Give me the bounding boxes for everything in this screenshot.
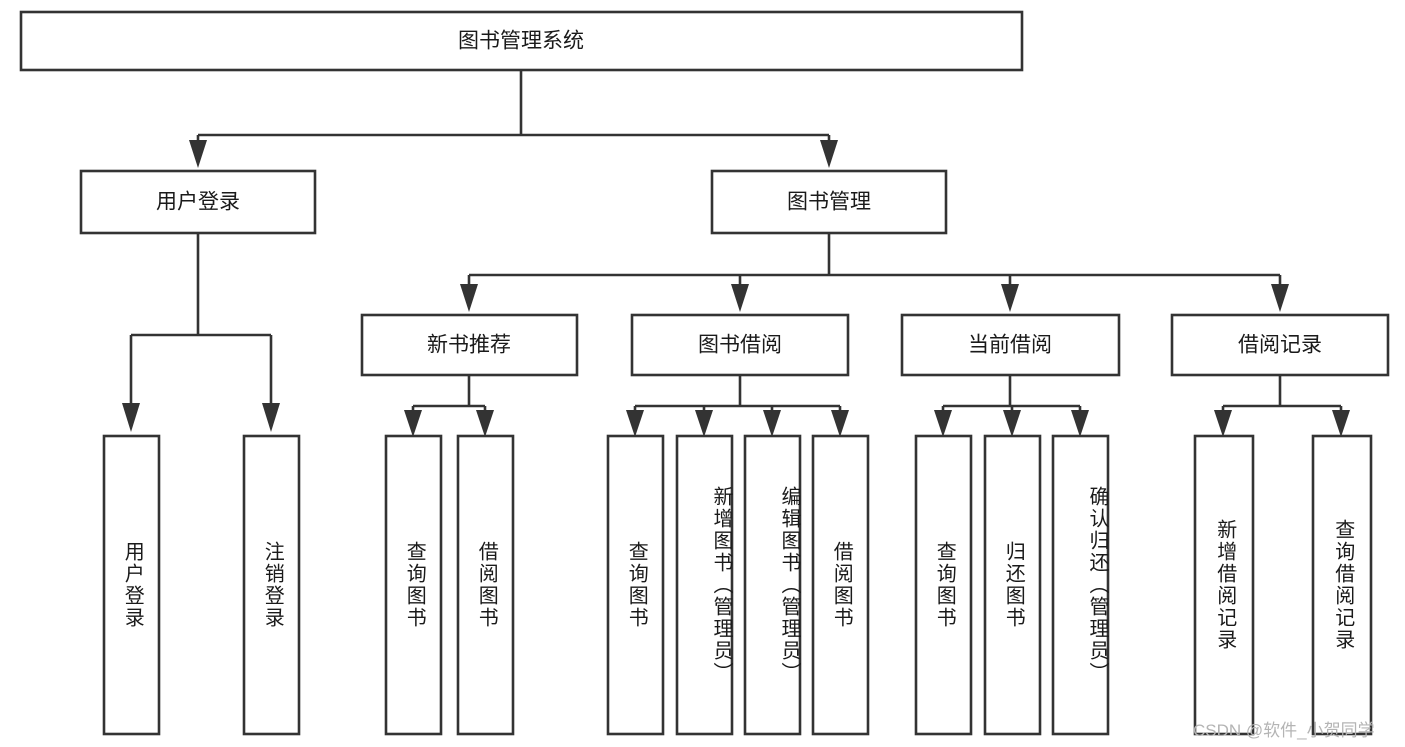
arrowhead-leaf-10 — [1003, 410, 1021, 437]
arrowhead-leaf-4 — [476, 410, 494, 437]
node-box-leaf-6[interactable] — [675, 434, 734, 736]
node-box-leaf-8[interactable] — [811, 434, 870, 736]
node-box-leaf-13[interactable] — [1311, 434, 1373, 736]
node-box-current-borrow[interactable] — [900, 313, 1121, 377]
arrowhead-leaf-9 — [934, 410, 952, 437]
node-box-leaf-5[interactable] — [606, 434, 665, 736]
arrowhead-leaf-7 — [763, 410, 781, 437]
node-box-leaf-3[interactable] — [384, 434, 443, 736]
arrowhead-leaf-3 — [404, 410, 422, 437]
node-label-root: 图书管理系统 — [458, 30, 584, 53]
node-label-current-borrow: 当前借阅 — [968, 334, 1052, 357]
arrowhead-leaf-5 — [626, 410, 644, 437]
arrowhead-current-borrow — [1001, 284, 1019, 312]
node-box-new-book-rec[interactable] — [360, 313, 579, 377]
arrowhead-leaf-6 — [695, 410, 713, 437]
node-label-book-borrow: 图书借阅 — [698, 334, 782, 357]
node-label-borrow-record: 借阅记录 — [1238, 334, 1322, 357]
watermark-text: CSDN @软件_小贺同学 — [1193, 721, 1375, 740]
arrowhead-leaf-13 — [1332, 410, 1350, 437]
node-box-leaf-10[interactable] — [983, 434, 1042, 736]
node-box-leaf-1[interactable] — [102, 434, 161, 736]
arrowhead-book-manage — [820, 140, 838, 168]
node-box-leaf-11[interactable] — [1051, 434, 1110, 736]
node-box-leaf-4[interactable] — [456, 434, 515, 736]
node-label-user-login: 用户登录 — [156, 191, 240, 214]
node-box-leaf-7[interactable] — [743, 434, 802, 736]
arrowhead-leaf-11 — [1071, 410, 1089, 437]
arrowhead-borrow-record — [1271, 284, 1289, 312]
arrowhead-book-borrow — [731, 284, 749, 312]
node-box-book-borrow[interactable] — [630, 313, 850, 377]
node-box-borrow-record[interactable] — [1170, 313, 1390, 377]
node-box-book-manage[interactable] — [710, 169, 948, 235]
node-box-leaf-2[interactable] — [242, 434, 301, 736]
arrowhead-leaf-8 — [831, 410, 849, 437]
node-box-leaf-9[interactable] — [914, 434, 973, 736]
arrowhead-new-book-rec — [460, 284, 478, 312]
node-box-leaf-12[interactable] — [1193, 434, 1255, 736]
node-box-root[interactable] — [19, 10, 1024, 72]
arrowhead-leaf-2 — [262, 403, 280, 432]
arrowhead-leaf-12 — [1214, 410, 1232, 437]
arrowhead-leaf-1 — [122, 403, 140, 432]
node-label-new-book-rec: 新书推荐 — [427, 334, 511, 357]
node-label-book-manage: 图书管理 — [787, 191, 871, 214]
arrowhead-user-login — [189, 140, 207, 168]
